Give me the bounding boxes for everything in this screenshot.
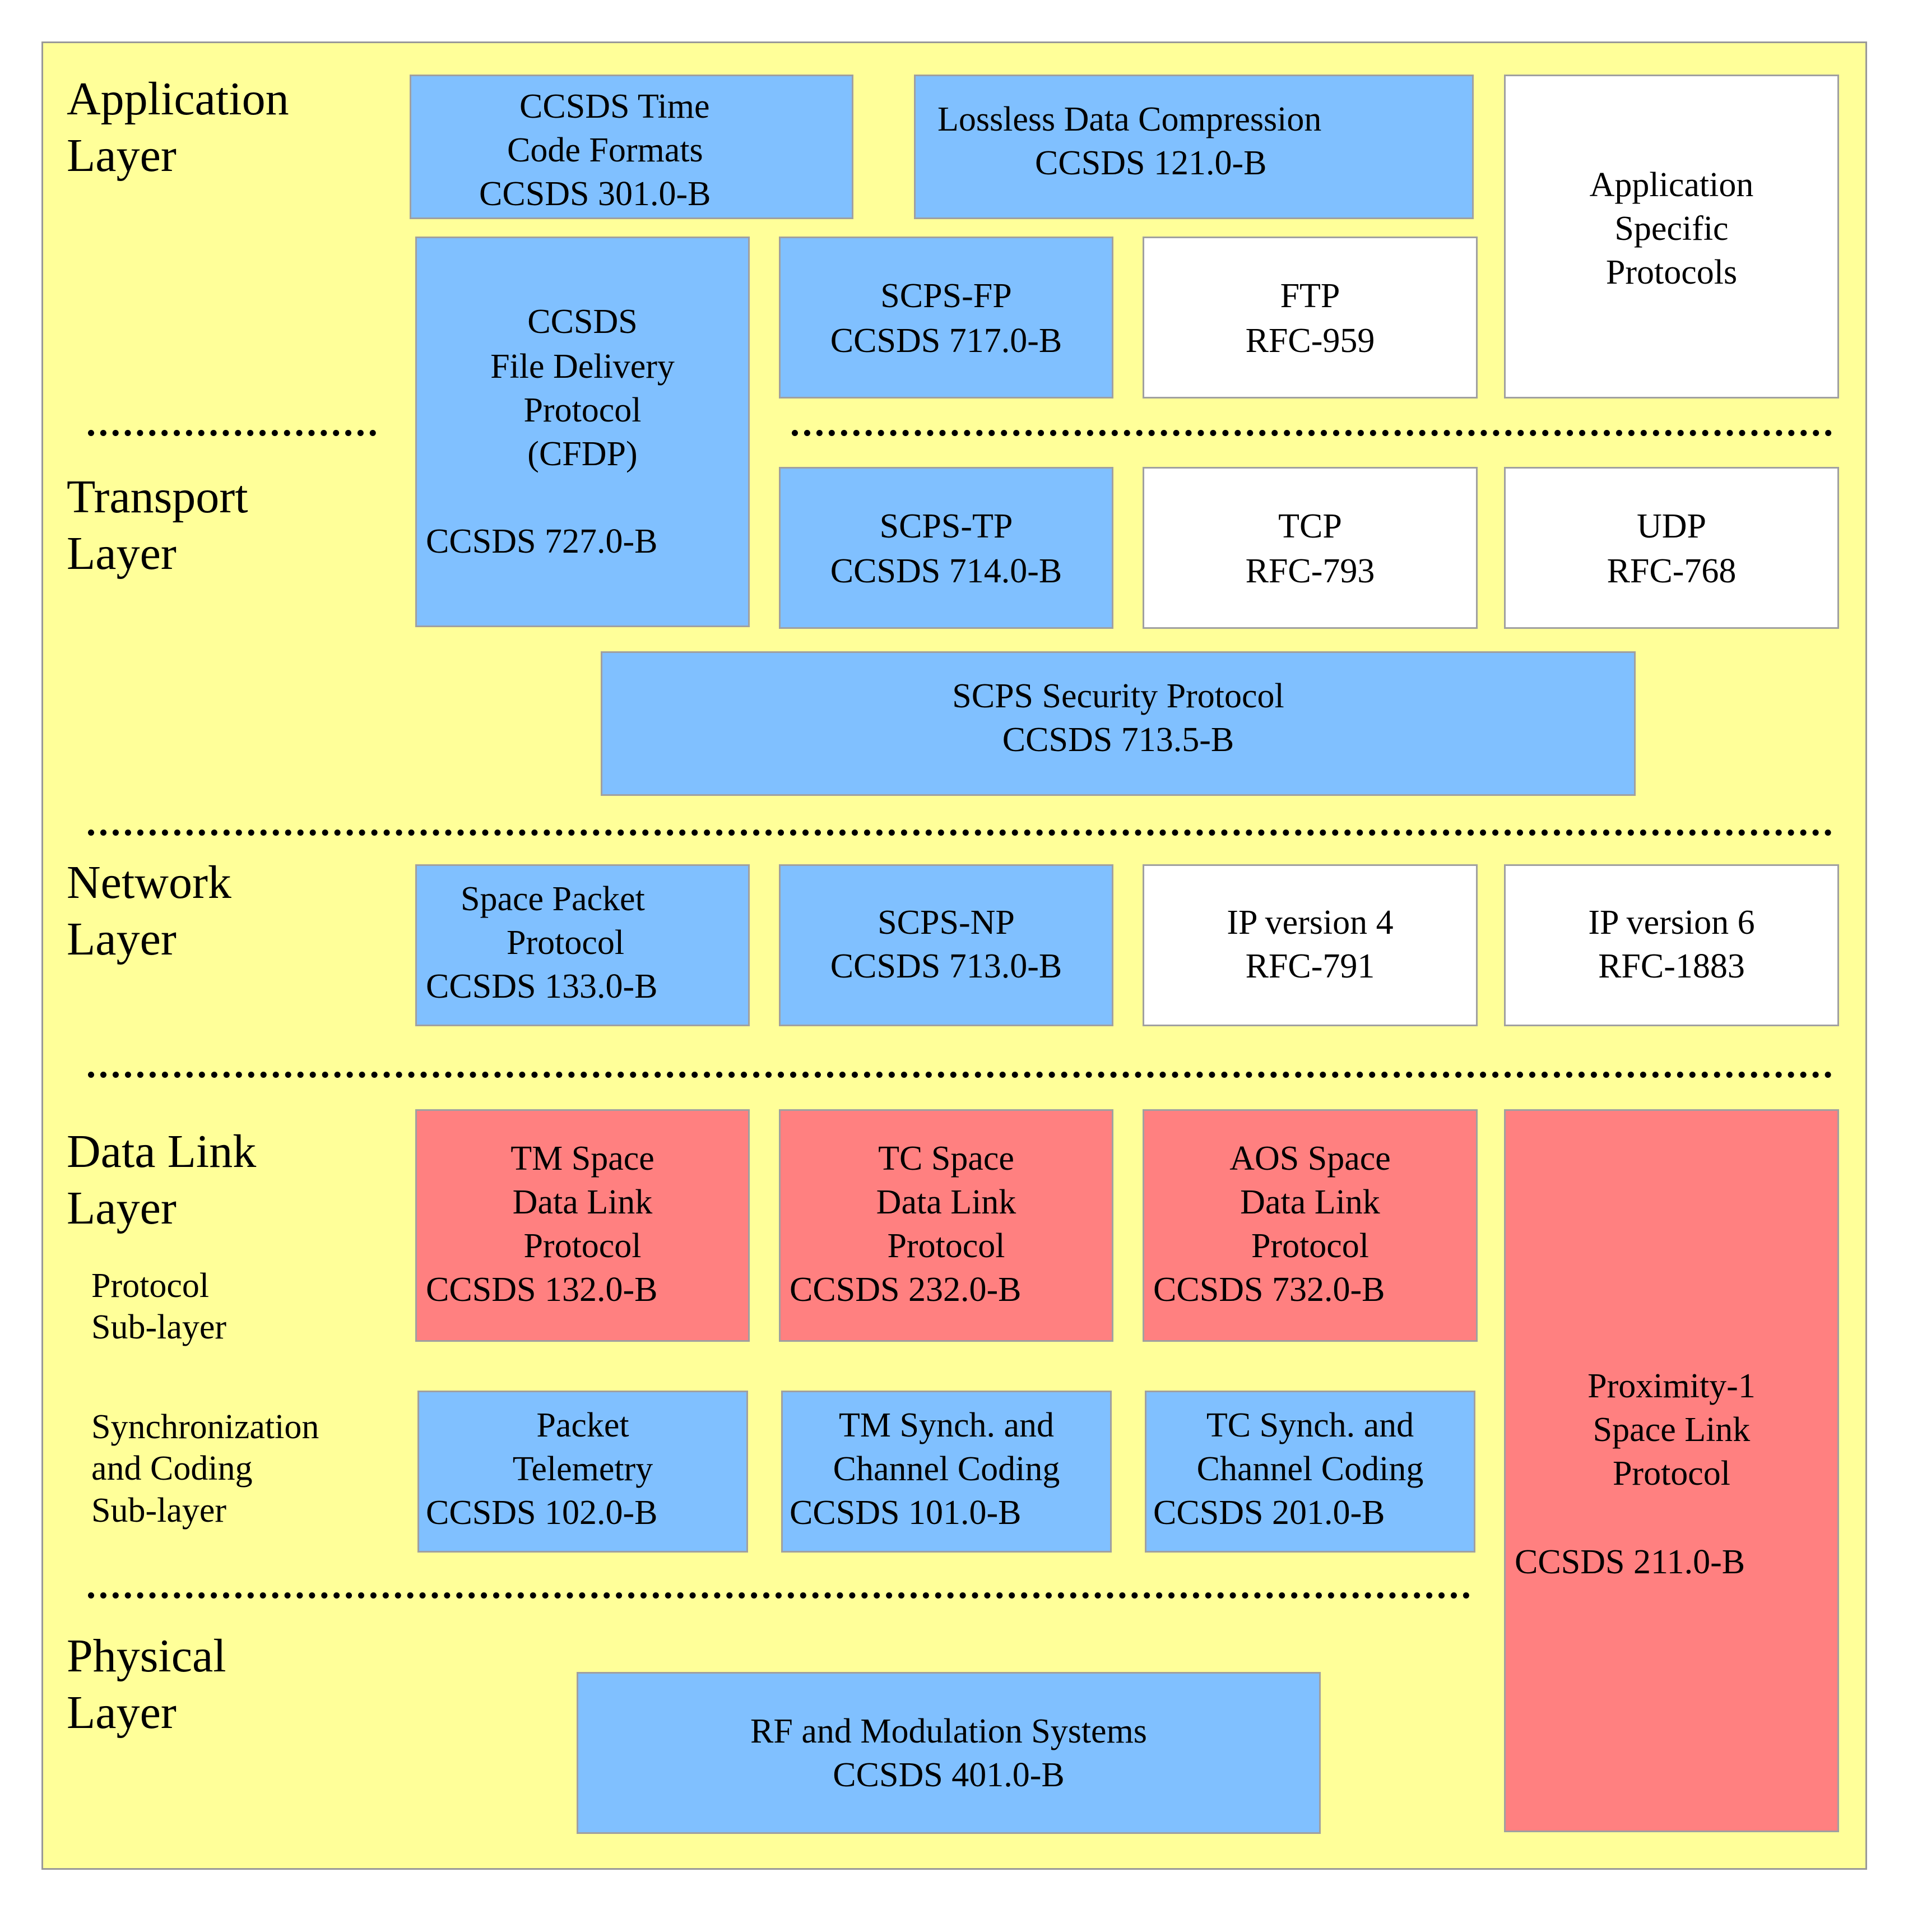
udp-box: UDP RFC-768 [1504, 467, 1839, 629]
time-code-formats-box: CCSDS Time Code Formats CCSDS 301.0-B [410, 75, 853, 219]
separator-datalink-physical [88, 1592, 1470, 1599]
cfdp-box: CCSDS File Delivery Protocol (CFDP) CCSD… [415, 237, 750, 627]
scps-fp-box: SCPS-FP CCSDS 717.0-B [779, 237, 1113, 399]
scps-tp-box: SCPS-TP CCSDS 714.0-B [779, 467, 1113, 629]
scps-np-box: SCPS-NP CCSDS 713.0-B [779, 864, 1113, 1026]
rf-modulation-systems-box: RF and Modulation Systems CCSDS 401.0-B [577, 1672, 1321, 1834]
tc-synch-channel-coding-box: TC Synch. and Channel Coding CCSDS 201.0… [1145, 1391, 1475, 1553]
scps-security-protocol-box: SCPS Security Protocol CCSDS 713.5-B [601, 651, 1636, 796]
ipv6-box: IP version 6 RFC-1883 [1504, 864, 1839, 1026]
lossless-data-compression-box: Lossless Data Compression CCSDS 121.0-B [914, 75, 1474, 219]
proximity-1-space-link-protocol-box: Proximity-1 Space Link Protocol CCSDS 21… [1504, 1109, 1839, 1832]
separator-transport-network [88, 830, 1832, 836]
aos-space-data-link-protocol-box: AOS Space Data Link Protocol CCSDS 732.0… [1143, 1109, 1478, 1342]
application-specific-protocols-box: Application Specific Protocols [1504, 75, 1839, 399]
ftp-box: FTP RFC-959 [1143, 237, 1478, 399]
separator-application-transport-right [792, 430, 1832, 436]
packet-telemetry-box: Packet Telemetry CCSDS 102.0-B [417, 1391, 748, 1553]
separator-application-transport-left [88, 430, 376, 436]
space-packet-protocol-box: Space Packet Protocol CCSDS 133.0-B [415, 864, 750, 1026]
tcp-box: TCP RFC-793 [1143, 467, 1478, 629]
separator-network-datalink [88, 1072, 1832, 1078]
tm-synch-channel-coding-box: TM Synch. and Channel Coding CCSDS 101.0… [781, 1391, 1112, 1553]
ipv4-box: IP version 4 RFC-791 [1143, 864, 1478, 1026]
tc-space-data-link-protocol-box: TC Space Data Link Protocol CCSDS 232.0-… [779, 1109, 1113, 1342]
tm-space-data-link-protocol-box: TM Space Data Link Protocol CCSDS 132.0-… [415, 1109, 750, 1342]
